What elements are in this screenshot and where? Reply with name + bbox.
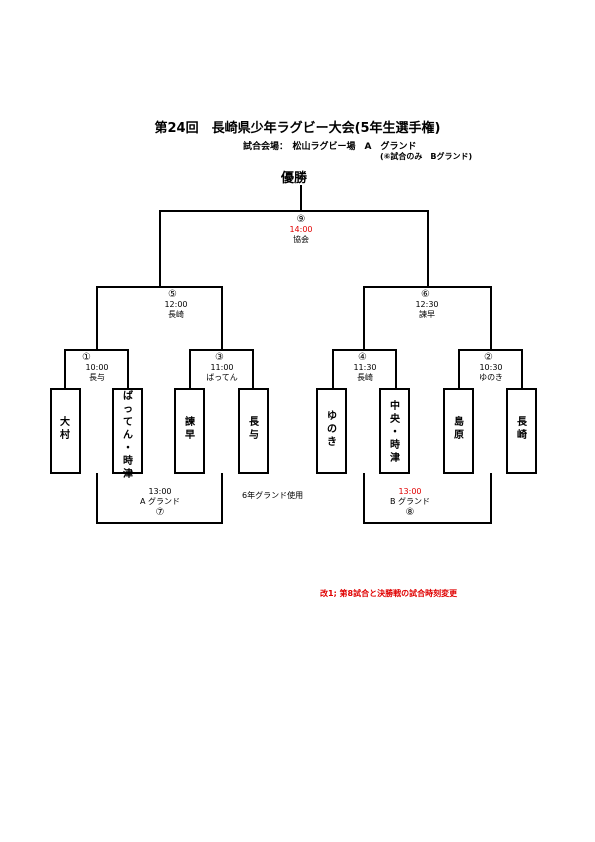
change-note: 改1; 第8試合と決勝戦の試合時刻変更 bbox=[320, 589, 458, 598]
round1-bracket-4 bbox=[332, 349, 397, 389]
match-number: ⑨ bbox=[296, 214, 306, 225]
round1-bracket-1 bbox=[64, 349, 129, 389]
match-number: ④ bbox=[358, 352, 367, 363]
match-time: 11:00 bbox=[210, 363, 234, 372]
match-number: ② bbox=[484, 352, 493, 363]
round1-bracket-2 bbox=[458, 349, 523, 389]
match-number: ⑦ bbox=[155, 507, 165, 518]
match-ground: A グランド bbox=[139, 497, 180, 506]
team-name: 諫早 bbox=[185, 417, 195, 441]
round1-node-2: ② 10:30 ゆのき bbox=[462, 352, 520, 383]
match-number: ⑤ bbox=[168, 289, 177, 300]
team-name: 島原 bbox=[454, 417, 464, 441]
match-time: 11:30 bbox=[353, 363, 377, 372]
match-time: 10:30 bbox=[479, 363, 503, 372]
match-winner: ばってん bbox=[206, 373, 238, 382]
semifinal-left-bracket bbox=[96, 286, 223, 350]
semifinal-node-5: ⑤ 12:00 長崎 bbox=[146, 289, 206, 320]
team-box-6 bbox=[379, 388, 410, 474]
semifinal-right-bracket bbox=[363, 286, 492, 350]
match-time: 13:00 bbox=[148, 487, 172, 496]
consolation-bracket-8 bbox=[363, 473, 492, 524]
match-winner: 協会 bbox=[293, 235, 309, 244]
round1-node-3: ③ 11:00 ばってん bbox=[193, 352, 251, 383]
venue-text: 試合会場： 松山ラグビー場 A グランド bbox=[243, 142, 417, 152]
final-node: ⑨ 14:00 協会 bbox=[271, 214, 331, 245]
team-name: 長崎 bbox=[517, 417, 527, 441]
venue-note: (⑥試合のみ Bグランド) bbox=[380, 152, 473, 161]
team-box-2 bbox=[112, 388, 143, 474]
match-winner: ゆのき bbox=[479, 373, 503, 382]
page-title: 第24回 長崎県少年ラグビー大会(5年生選手権) bbox=[154, 121, 441, 136]
match-time: 13:00 bbox=[398, 487, 422, 496]
match-winner: 長崎 bbox=[168, 310, 184, 319]
match-winner: 諫早 bbox=[419, 310, 435, 319]
team-box-1 bbox=[50, 388, 81, 474]
team-name: 長与 bbox=[249, 417, 259, 441]
team-box-8 bbox=[506, 388, 537, 474]
match-time: 10:00 bbox=[85, 363, 109, 372]
team-box-4 bbox=[238, 388, 269, 474]
middle-note: 6年グランド使用 bbox=[242, 491, 304, 500]
match-time: 12:30 bbox=[415, 300, 439, 309]
match-number: ⑧ bbox=[405, 507, 415, 518]
team-name: ばってん・時津 bbox=[123, 391, 133, 480]
consolation-node-8: 13:00 B グランド ⑧ bbox=[380, 487, 440, 518]
team-box-3 bbox=[174, 388, 205, 474]
champion-label: 優勝 bbox=[281, 171, 308, 186]
team-box-7 bbox=[443, 388, 474, 474]
match-winner: 長崎 bbox=[357, 373, 373, 382]
match-winner: 長与 bbox=[89, 373, 105, 382]
consolation-node-7: 13:00 A グランド ⑦ bbox=[130, 487, 190, 518]
match-time: 14:00 bbox=[289, 225, 313, 234]
match-number: ⑥ bbox=[421, 289, 430, 300]
round1-node-4: ④ 11:30 長崎 bbox=[336, 352, 394, 383]
final-bracket bbox=[159, 210, 429, 287]
team-name: ゆのき bbox=[327, 411, 337, 448]
team-box-5 bbox=[316, 388, 347, 474]
consolation-bracket-7 bbox=[96, 473, 223, 524]
match-ground: B グランド bbox=[389, 497, 431, 506]
round1-node-1: ① 10:00 長与 bbox=[68, 352, 126, 383]
match-number: ③ bbox=[215, 352, 224, 363]
semifinal-node-6: ⑥ 12:30 諫早 bbox=[397, 289, 457, 320]
match-time: 12:00 bbox=[164, 300, 188, 309]
team-name: 大村 bbox=[60, 417, 70, 441]
match-number: ① bbox=[82, 352, 91, 363]
team-name: 中央・時津 bbox=[390, 401, 400, 464]
round1-bracket-3 bbox=[189, 349, 254, 389]
